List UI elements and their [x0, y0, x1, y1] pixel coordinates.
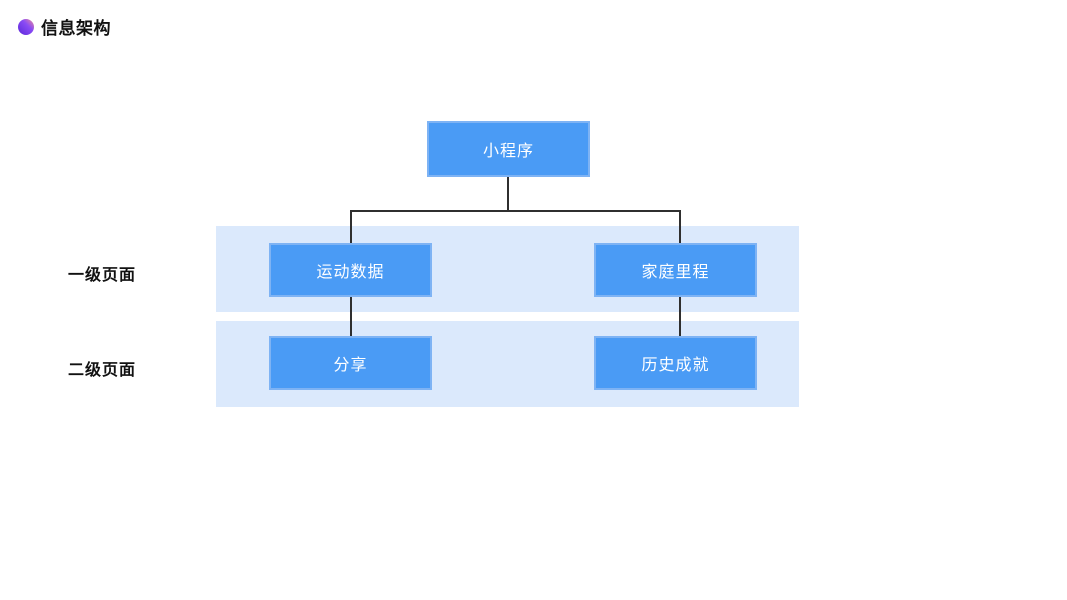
row-label-level1: 一级页面 [68, 267, 137, 284]
connector-drop-left [350, 210, 352, 243]
node-history-achievement[interactable]: 历史成就 [594, 336, 757, 390]
gradient-circle-icon [18, 18, 34, 35]
node-family-mileage[interactable]: 家庭里程 [594, 243, 757, 297]
node-mini-program[interactable]: 小程序 [427, 121, 590, 177]
row-label-level2: 二级页面 [68, 362, 137, 379]
page-header: 信息架构 [18, 14, 111, 39]
connector-root-stub [507, 177, 509, 211]
connector-bracket [350, 210, 681, 212]
node-sport-data[interactable]: 运动数据 [269, 243, 432, 297]
node-share[interactable]: 分享 [269, 336, 432, 390]
connector-family-history [679, 297, 681, 336]
connector-sport-share [350, 297, 352, 336]
page-title: 信息架构 [41, 19, 111, 38]
connector-drop-right [679, 210, 681, 243]
